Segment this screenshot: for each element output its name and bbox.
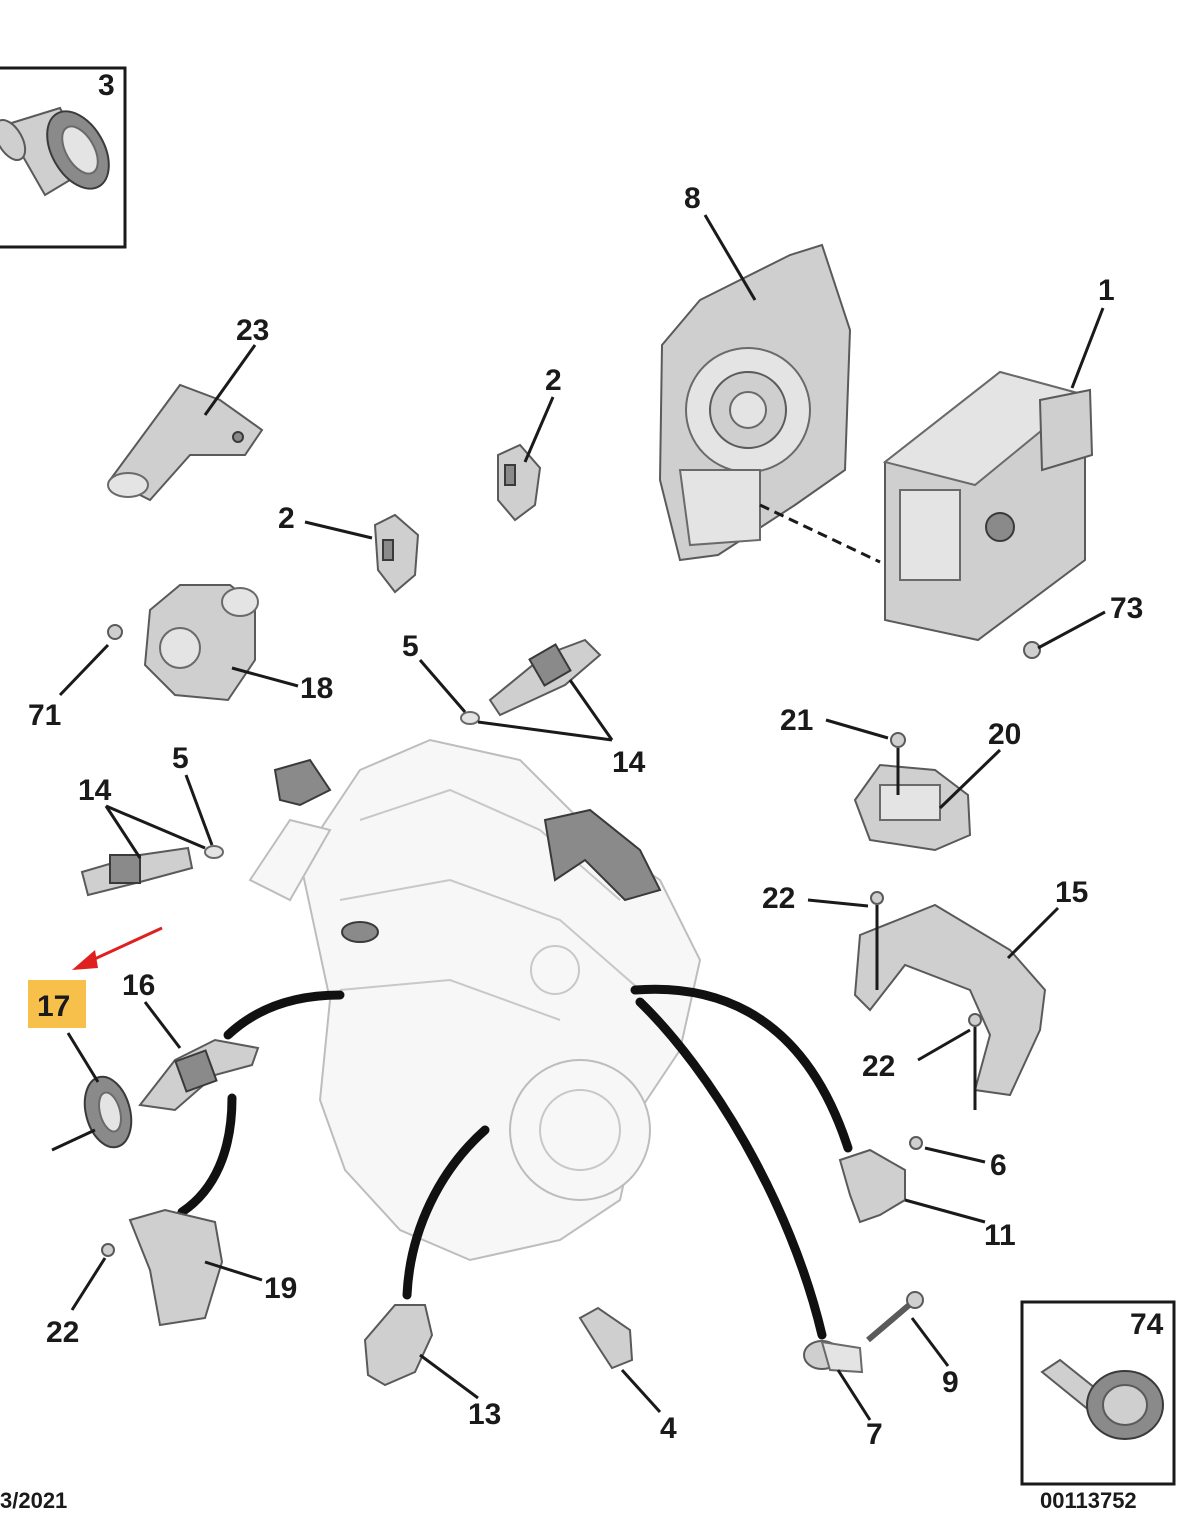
callout-19[interactable]: 19 (264, 1272, 297, 1305)
part-18-throttle-body (107, 584, 259, 702)
callout-2-lower[interactable]: 2 (278, 502, 295, 535)
part-23-heat-shield (107, 383, 264, 502)
callout-21[interactable]: 21 (780, 704, 813, 737)
part-14-solenoid-valve-left (80, 845, 224, 897)
part-9-bolt (866, 1291, 924, 1343)
part-17-clip (51, 1075, 133, 1152)
footer-reference-number: 00113752 (1040, 1488, 1137, 1513)
leader-lines (58, 214, 1106, 1421)
callout-8[interactable]: 8 (684, 182, 701, 215)
part-74-flange-bolt (1040, 1358, 1164, 1440)
callout-7[interactable]: 7 (866, 1418, 883, 1451)
part-14-solenoid-valve-right (460, 638, 602, 725)
callout-13[interactable]: 13 (468, 1398, 501, 1431)
part-11-sensor (838, 1136, 923, 1224)
part-8-bracket-plate (658, 243, 881, 564)
engine-block (248, 738, 702, 1262)
callout-15[interactable]: 15 (1055, 876, 1088, 909)
callout-18[interactable]: 18 (300, 672, 333, 705)
callout-11[interactable]: 11 (984, 1219, 1016, 1252)
callout-22-lower[interactable]: 22 (46, 1316, 79, 1349)
part-2-sensor-upper (497, 443, 542, 522)
part-4-sensor (578, 1306, 634, 1370)
callout-23[interactable]: 23 (236, 314, 269, 347)
callout-5-left[interactable]: 5 (172, 742, 189, 775)
part-7-sensor (803, 1340, 864, 1374)
callout-labels: 3 8 1 23 2 2 73 5 71 18 14 21 20 5 14 22… (28, 69, 1164, 1451)
callout-6[interactable]: 6 (990, 1149, 1007, 1182)
callout-17[interactable]: 17 (37, 990, 70, 1023)
callout-73[interactable]: 73 (1110, 592, 1143, 625)
part-20-mount (853, 732, 972, 852)
footer-date: 3/2021 (0, 1488, 67, 1513)
part-1-engine-control-unit (882, 370, 1094, 642)
callout-17-highlight (28, 980, 86, 1028)
callout-74[interactable]: 74 (1130, 1308, 1164, 1341)
callout-71[interactable]: 71 (28, 699, 61, 732)
callout-2-upper[interactable]: 2 (545, 364, 562, 397)
callout-4[interactable]: 4 (660, 1412, 677, 1445)
callout-5-right[interactable]: 5 (402, 630, 419, 663)
part-16-sensor (138, 1038, 260, 1112)
inset-box-part-74 (1020, 1300, 1176, 1486)
part-13-coil (363, 1304, 434, 1387)
part-73-screw (1023, 641, 1041, 659)
part-2-sensor-lower (373, 513, 420, 594)
harness-lines (177, 984, 853, 1340)
callout-14-right[interactable]: 14 (612, 746, 646, 779)
inset-box-part-3 (0, 66, 127, 249)
callout-20[interactable]: 20 (988, 718, 1021, 751)
callout-16[interactable]: 16 (122, 969, 155, 1002)
callout-1[interactable]: 1 (1098, 274, 1115, 307)
callout-22-upper[interactable]: 22 (762, 882, 795, 915)
part-3-grommet (0, 106, 110, 197)
red-arrow-icon (72, 926, 163, 970)
callout-9[interactable]: 9 (942, 1366, 959, 1399)
callout-14-left[interactable]: 14 (78, 774, 112, 807)
part-19-bracket (101, 1208, 224, 1327)
callout-3[interactable]: 3 (98, 69, 115, 102)
callout-22-middle[interactable]: 22 (862, 1050, 895, 1083)
part-15-bracket (853, 891, 1047, 1110)
